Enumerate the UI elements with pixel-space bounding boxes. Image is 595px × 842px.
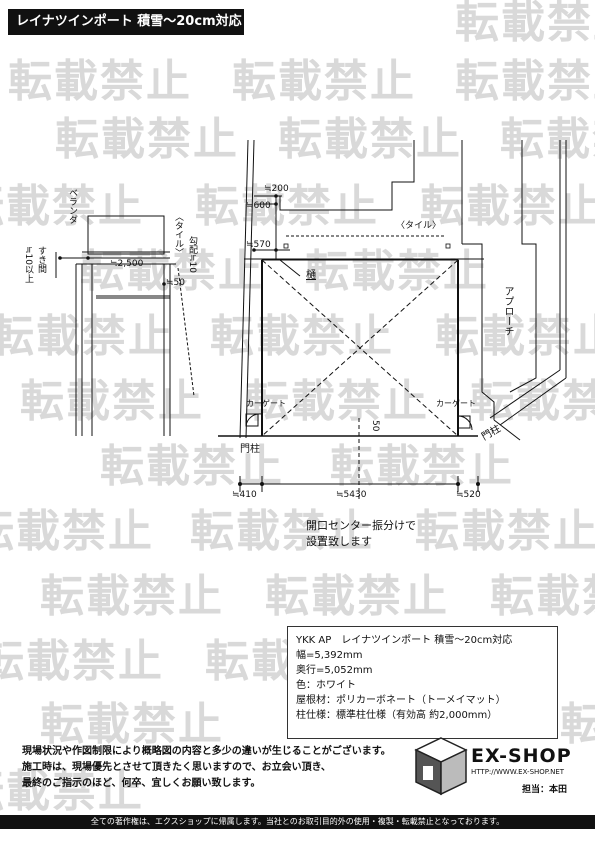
watermark: 転載禁止 <box>0 506 154 557</box>
spec-post: 柱仕様：標準柱仕様（有効高 約2,000mm） <box>296 710 498 721</box>
spec-product: YKK AP レイナツインポート 積雪～20cm対応 <box>296 635 513 646</box>
cargate-left-label: カーゲート <box>246 399 286 408</box>
spec-roof: 屋根材：ポリカーボネート（トーメイマット） <box>296 695 506 706</box>
watermark: 転載禁止 <box>0 181 144 232</box>
watermark: 転載禁止 <box>8 56 192 107</box>
dim-2500: ≒2,500 <box>110 259 144 269</box>
logo-url: HTTP://WWW.EX-SHOP.NET <box>471 768 565 776</box>
watermark: 転載禁止 <box>55 114 239 165</box>
tile-side-label: 〈タイル〉 <box>173 212 183 257</box>
tile-top-label: 〈タイル〉 <box>396 221 442 231</box>
watermark: 転載禁止 <box>0 766 144 817</box>
watermark: 転載禁止 <box>40 699 224 750</box>
ex-shop-logo-icon <box>414 737 468 796</box>
spec-depth: 奥行=5,052mm <box>296 665 373 676</box>
dim-520: ≒520 <box>456 490 481 500</box>
watermark: 転載禁止 <box>0 636 164 687</box>
watermark: 転載禁止 <box>210 311 394 362</box>
gate-left-label: 門柱 <box>240 444 260 455</box>
center-note-line2: 設置致します <box>306 535 372 548</box>
watermark: 転載禁止 <box>190 506 374 557</box>
dim-410: ≒410 <box>232 490 257 500</box>
watermark: 転載禁止 <box>232 56 416 107</box>
center-note-line1: 開口センター振分けで <box>306 519 416 532</box>
spec-width: 幅=5,392mm <box>296 650 363 661</box>
dim-50-veranda: ≒50 <box>166 278 186 288</box>
watermark: 転載禁止 <box>20 376 204 427</box>
footer-notes: 現場状況や作図制限により概略図の内容と多少の違いが生じることがございます。 施工… <box>22 744 391 792</box>
watermark: 転載禁止 <box>500 114 595 165</box>
footer-note-1: 現場状況や作図制限により概略図の内容と多少の違いが生じることがございます。 <box>22 746 391 757</box>
page-title: レイナツインポート 積雪～20cm対応 <box>8 9 244 35</box>
dim-570: ≒570 <box>246 240 271 250</box>
watermark: 転載禁止 <box>278 114 462 165</box>
watermark: 転載禁止 <box>455 56 595 107</box>
spec-color: 色：ホワイト <box>296 680 356 691</box>
approach-label: アプローチ <box>502 286 513 336</box>
copyright-bar: 全ての著作権は、エクスショップに帰属します。当社とのお取引目的外の使用・複製・転… <box>0 815 595 829</box>
person-in-charge: 担当：本田 <box>522 785 568 795</box>
gutter-label: 樋 <box>306 270 316 281</box>
watermark: 転載禁止 <box>415 506 595 557</box>
watermark: 転載禁止 <box>305 246 489 297</box>
spec-box: YKK AP レイナツインポート 積雪～20cm対応 幅=5,392mm 奥行=… <box>287 626 558 739</box>
veranda-label: ベランダ <box>67 188 77 224</box>
watermark: 転載禁止 <box>195 181 379 232</box>
clearance-label: すき間 ≒10以上 <box>23 246 46 284</box>
footer-note-3: 最終のご指示のほど、何卒、宜しくお願い致します。 <box>22 778 261 789</box>
dim-200: ≒200 <box>264 184 289 194</box>
slope-label: 勾配≒10 <box>187 236 197 274</box>
dim-50-center: 50 <box>370 420 380 432</box>
cargate-right-label: カーゲート <box>436 399 476 408</box>
watermark: 転載禁止 <box>265 571 449 622</box>
watermark: 転載禁止 <box>490 571 595 622</box>
watermark: 転載禁止 <box>455 0 595 48</box>
watermark: 転載禁止 <box>245 376 429 427</box>
watermark: 転載禁止 <box>435 311 595 362</box>
dim-5430: ≒5430 <box>336 490 367 500</box>
watermark: 転載禁止 <box>560 699 595 750</box>
watermark: 転載禁止 <box>0 311 174 362</box>
logo-name: EX-SHOP <box>471 745 572 767</box>
footer-note-2: 施工時は、現場優先とさせて頂きたく思いますので、お立会い頂き、 <box>22 762 331 773</box>
watermark: 転載禁止 <box>40 571 224 622</box>
dim-600: ≒600 <box>246 201 271 211</box>
